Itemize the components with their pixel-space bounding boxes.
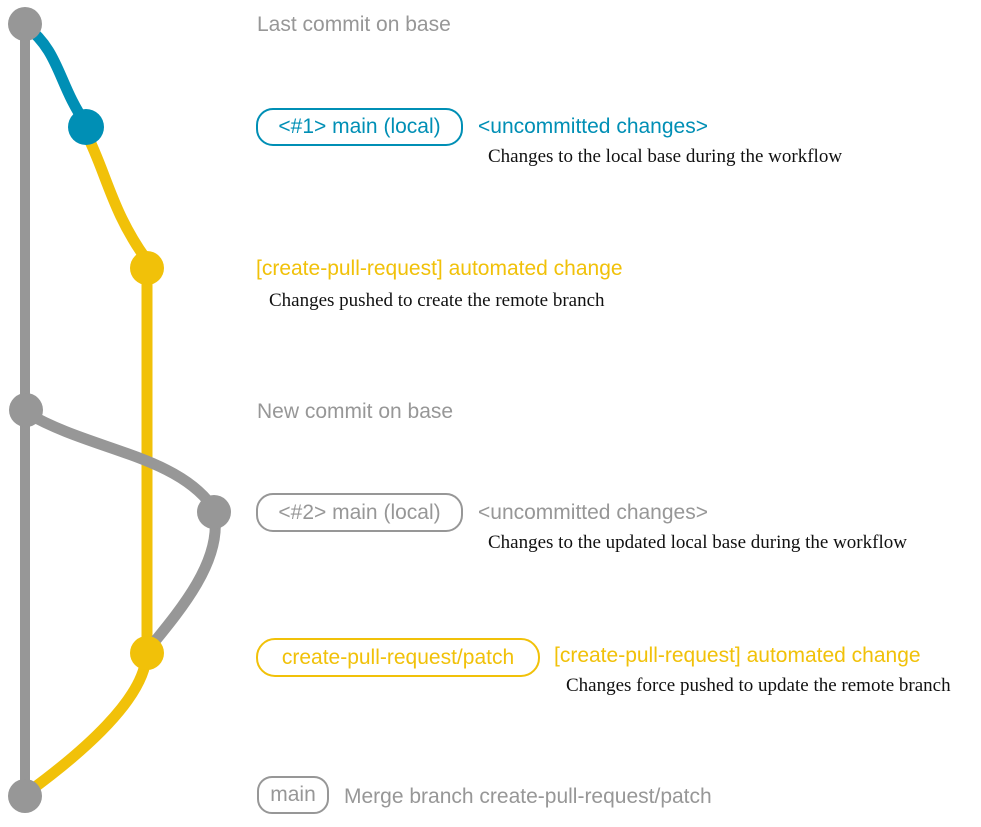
patch-branch-merge-line <box>21 653 152 799</box>
patch-branch-line-upper <box>80 127 152 265</box>
commit-message-automated-change-1: [create-pull-request] automated change <box>256 257 623 280</box>
commit-dot-last-commit-on-base <box>8 7 42 41</box>
branch-badge-main: main <box>257 776 329 814</box>
commit-message-merge: Merge branch create-pull-request/patch <box>344 785 712 808</box>
description-uncommitted-changes-2: Changes to the updated local base during… <box>488 532 907 553</box>
branch-badge-main-local-2: <#2> main (local) <box>256 493 463 532</box>
commit-message-automated-change-2: [create-pull-request] automated change <box>554 644 921 667</box>
branch-badge-create-pull-request-patch: create-pull-request/patch <box>256 638 540 677</box>
commit-dot-main-local-2 <box>197 495 231 529</box>
description-automated-change-2: Changes force pushed to update the remot… <box>566 675 951 696</box>
commit-dot-main-local-1 <box>68 109 104 145</box>
commit-dot-automated-change-1 <box>130 251 164 285</box>
commit-message-last-commit-on-base: Last commit on base <box>257 13 451 36</box>
commit-message-new-commit-on-base: New commit on base <box>257 400 454 423</box>
commit-dot-new-commit-on-base <box>9 393 43 427</box>
branch-badge-main-local-1: <#1> main (local) <box>256 108 463 146</box>
commit-message-uncommitted-changes-2: <uncommitted changes> <box>478 501 708 524</box>
commit-dot-automated-change-2 <box>130 636 164 670</box>
main-local-1-branch-line <box>20 20 92 130</box>
commit-dot-merge-commit <box>8 779 42 813</box>
description-uncommitted-changes-1: Changes to the local base during the wor… <box>488 146 843 167</box>
main-local-2-branch-line-out <box>21 407 218 512</box>
commit-message-uncommitted-changes-1: <uncommitted changes> <box>478 115 708 138</box>
main-local-2-branch-line-back <box>145 513 221 652</box>
description-automated-change-1: Changes pushed to create the remote bran… <box>269 290 605 311</box>
